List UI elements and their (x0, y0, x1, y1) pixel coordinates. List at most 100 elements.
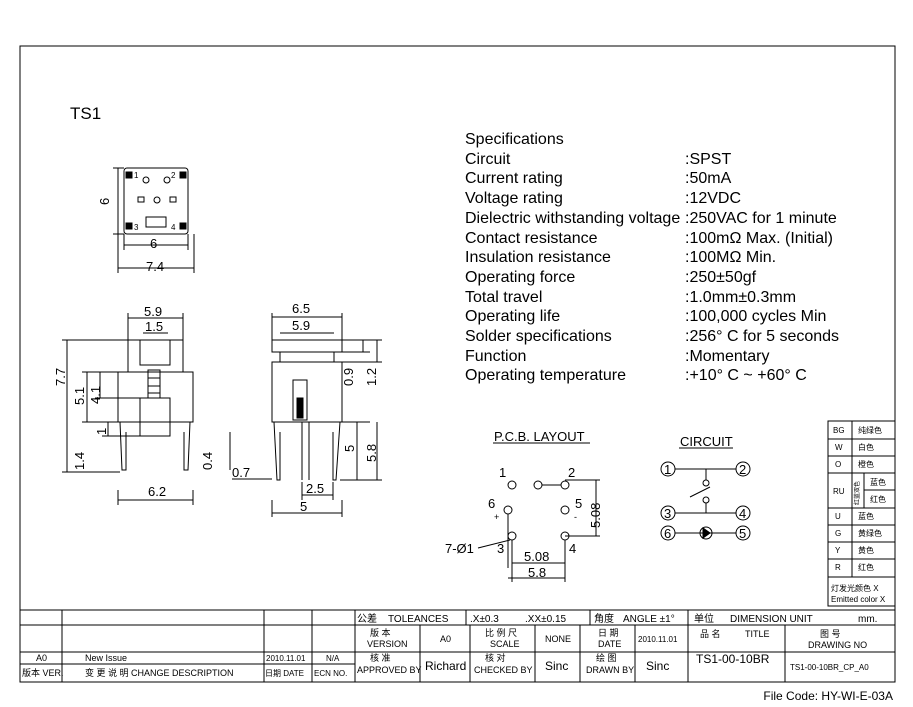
spec-row: Current rating:50mA (465, 169, 839, 189)
tb-hdr-desc: 变 更 说 明 CHANGE DESCRIPTION (85, 667, 234, 678)
color-code-w: W (835, 443, 843, 452)
tb-checked-val: Sinc (545, 659, 568, 673)
tb-unit-val: mm. (858, 614, 877, 625)
front-dim-5-9: 5.9 (144, 304, 162, 319)
tb-tol: TOLEANCES (388, 614, 449, 625)
pcb-dim-5-8: 5.8 (528, 565, 546, 580)
spec-row: Operating life:100,000 cycles Min (465, 307, 839, 327)
top-dim-height: 6 (97, 198, 112, 205)
tb-drawing: DRAWING NO (808, 640, 867, 650)
side-dim-0-4: 0.4 (200, 452, 215, 470)
title-block (20, 609, 895, 682)
spec-row: Operating force:250±50gf (465, 268, 839, 288)
top-pin-1: 1 (134, 171, 139, 180)
specs-heading: Specifications (465, 131, 564, 148)
tb-drawn-val: Sinc (646, 659, 669, 673)
tb-title-cn: 品 名 (700, 628, 721, 639)
front-dim-1: 1 (94, 428, 109, 435)
top-view (113, 167, 195, 273)
side-dim-5-9: 5.9 (292, 318, 310, 333)
circuit-node-5: 5 (739, 526, 746, 541)
file-code: File Code: HY-WI-E-03A (763, 689, 893, 703)
spec-value: :+10° C ~ +60° C (685, 367, 807, 385)
spec-label: Function (465, 347, 527, 365)
spec-value: :Momentary (685, 347, 770, 365)
color-name-o: 橙色 (858, 459, 874, 469)
pcb-pin-4: 4 (569, 541, 576, 556)
side-dim-0-7: 0.7 (232, 465, 250, 480)
top-pin-2: 2 (171, 171, 176, 180)
side-dim-1-2: 1.2 (364, 368, 379, 386)
pcb-pin-1: 1 (499, 465, 506, 480)
side-dim-0-9: 0.9 (341, 368, 356, 386)
color-ru-blue: 蓝色 (870, 477, 886, 487)
tb-unit-cn: 单位 (694, 612, 714, 625)
tb-drawing-val: TS1-00-10BR_CP_A0 (790, 663, 869, 672)
spec-label: Total travel (465, 288, 543, 306)
side-dim-6-5: 6.5 (292, 301, 310, 316)
spec-label: Dielectric withstanding voltage (465, 209, 681, 227)
tb-hdr-ecn: ECN NO. (314, 669, 347, 678)
spec-label: Circuit (465, 150, 511, 168)
specifications-block: Specifications Circuit :SPST Current rati… (465, 130, 839, 386)
spec-label: Insulation resistance (465, 249, 611, 267)
circuit-node-2: 2 (739, 462, 746, 477)
spec-row: Contact resistance :100mΩ Max. (Initial) (465, 229, 839, 249)
spec-row: Insulation resistance :100MΩ Min. (465, 248, 839, 268)
color-code-u: U (835, 512, 841, 521)
color-name-w: 白色 (858, 442, 874, 452)
tb-hdr-ver: 版本 VER. (22, 667, 64, 678)
color-footer-cn: 灯发光颜色 X (831, 583, 879, 593)
spec-row: Function :Momentary (465, 347, 839, 367)
spec-value: :100MΩ Min. (685, 249, 777, 267)
tb-drawing-cn: 图 号 (820, 629, 841, 639)
tb-rev-ver: A0 (36, 653, 47, 663)
color-code-bg: BG (833, 426, 845, 435)
color-ru-sub: 红蓝双色 (853, 481, 861, 505)
tb-unit: DIMENSION UNIT (730, 614, 813, 625)
spec-row: Total travel:1.0mm±0.3mm (465, 288, 839, 308)
spec-label: Contact resistance (465, 229, 598, 247)
circuit-title: CIRCUIT (680, 434, 733, 449)
side-dim-5: 5 (300, 499, 307, 514)
tb-approved: APPROVED BY (357, 665, 422, 675)
front-dim-5-1: 5.1 (72, 387, 87, 405)
color-name-u: 蓝色 (858, 511, 874, 521)
top-dim-width: 6 (150, 236, 157, 251)
spec-label: Solder specifications (465, 328, 612, 346)
spec-value: :250VAC for 1 minute (685, 209, 837, 227)
tb-rev-ecn: N/A (326, 654, 340, 663)
pcb-dim-horizontal: 5.08 (524, 549, 549, 564)
spec-value: :100mΩ Max. (Initial) (685, 229, 833, 247)
tb-tol-2: .XX±0.15 (525, 614, 567, 625)
drawing-frame (19, 45, 896, 683)
tb-rev-date: 2010.11.01 (266, 654, 306, 663)
tb-date: DATE (598, 639, 621, 649)
tb-version: VERSION (367, 639, 408, 649)
spec-value: :SPST (685, 150, 732, 168)
tb-approved-val: Richard (425, 659, 466, 673)
spec-row: Solder specifications:256° C for 5 secon… (465, 327, 839, 347)
pcb-pin-5: 5 (575, 496, 582, 511)
color-ru-red: 红色 (870, 494, 886, 504)
color-name-r: 红色 (858, 562, 874, 572)
tb-version-cn: 版 本 (370, 627, 391, 638)
color-name-g: 黄绿色 (858, 528, 882, 538)
top-dim-overall: 7.4 (146, 259, 164, 274)
circuit-diagram (660, 447, 751, 541)
circuit-node-3: 3 (664, 506, 671, 521)
color-code-y: Y (835, 546, 841, 555)
spec-row: Voltage rating:12VDC (465, 189, 839, 209)
spec-label: Operating temperature (465, 367, 626, 385)
spec-row: Circuit :SPST (465, 150, 839, 170)
tb-tol-1: .X±0.3 (470, 614, 499, 625)
spec-label: Current rating (465, 170, 563, 188)
tb-checked-cn: 核 对 (485, 652, 506, 663)
tb-approved-cn: 核 准 (370, 652, 391, 663)
tb-title-val: TS1-00-10BR (696, 652, 770, 666)
spec-label: Operating life (465, 308, 561, 326)
tb-angle-cn: 角度 (594, 612, 614, 625)
pcb-pin-2: 2 (568, 465, 575, 480)
part-title: TS1 (70, 104, 102, 123)
circuit-node-4: 4 (739, 506, 746, 521)
